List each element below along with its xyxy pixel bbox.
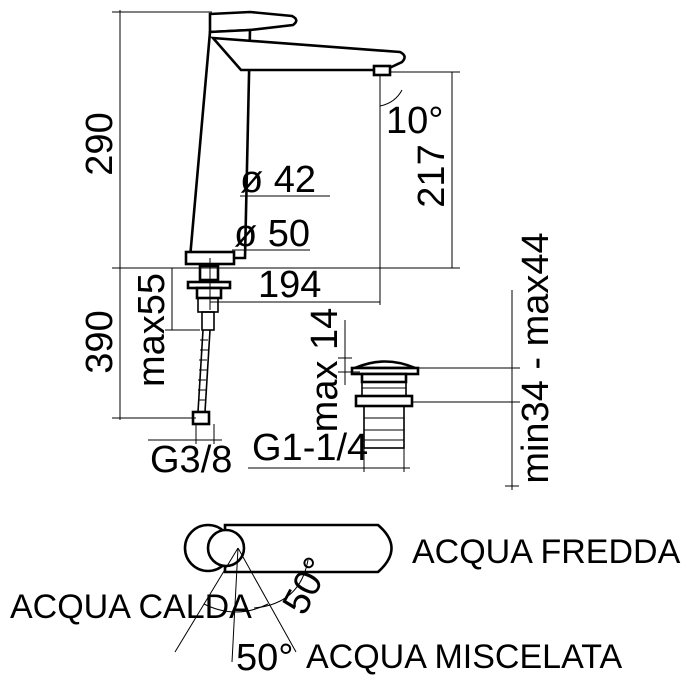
dim-min34-max44: min34 - max44 <box>515 232 557 483</box>
waste-popup <box>350 360 420 449</box>
label-acqua-fredda: ACQUA FREDDA <box>412 533 681 571</box>
dim-217: 217 <box>411 144 453 207</box>
dim-g1-1-4: G1-1/4 <box>252 427 368 469</box>
label-acqua-calda: ACQUA CALDA <box>10 588 252 626</box>
handle-top-view <box>174 523 393 663</box>
dim-290: 290 <box>79 112 121 175</box>
dim-diameter-50: ø 50 <box>234 213 310 255</box>
dim-max14: max 14 <box>304 308 346 433</box>
label-acqua-miscelata: ACQUA MISCELATA <box>306 638 622 676</box>
dim-390: 390 <box>79 310 121 373</box>
faucet-body <box>184 10 406 266</box>
under-deck-fixing <box>186 264 232 331</box>
dim-diameter-42: ø 42 <box>240 159 316 201</box>
dim-g3-8: G3/8 <box>150 439 232 481</box>
dim-max55: max55 <box>131 273 173 387</box>
label-angle-left: 50° <box>236 637 293 677</box>
dimension-lines-waste <box>248 290 520 490</box>
dim-10-degrees: 10° <box>386 100 443 142</box>
flexible-hose <box>191 329 211 426</box>
dim-194: 194 <box>258 264 321 306</box>
dimension-lines-faucet <box>112 10 460 444</box>
